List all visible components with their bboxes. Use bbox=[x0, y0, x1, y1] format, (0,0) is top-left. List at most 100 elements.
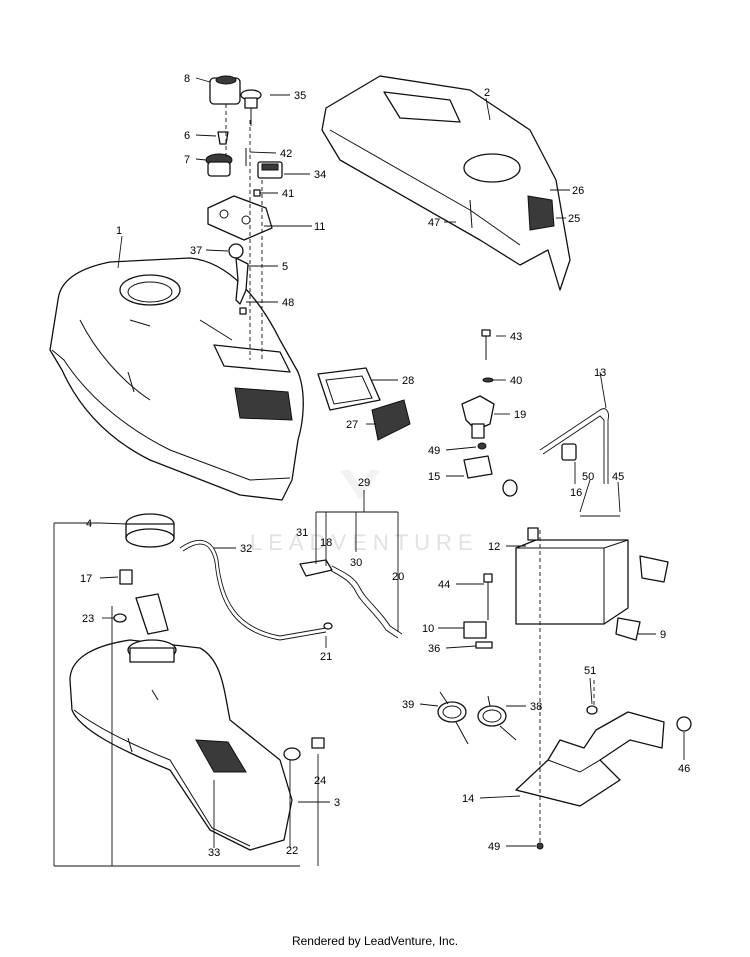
throttle-knob bbox=[205, 153, 233, 177]
fuel-cap bbox=[125, 513, 175, 548]
callout-labels: 8 35 6 7 42 34 41 11 37 5 48 1 2 26 25 4… bbox=[80, 73, 690, 859]
callout-34: 34 bbox=[314, 169, 326, 181]
callout-10: 10 bbox=[422, 623, 434, 635]
callout-9: 9 bbox=[660, 629, 666, 641]
fuel-filter bbox=[299, 559, 333, 577]
callout-15: 15 bbox=[428, 471, 440, 483]
callout-6: 6 bbox=[184, 130, 190, 142]
callout-46: 46 bbox=[678, 763, 690, 775]
callout-12: 12 bbox=[488, 541, 500, 553]
callout-22: 22 bbox=[286, 845, 298, 857]
callout-3: 3 bbox=[334, 797, 340, 809]
washer-40 bbox=[482, 377, 494, 383]
callout-40: 40 bbox=[510, 375, 522, 387]
callout-24: 24 bbox=[314, 775, 326, 787]
callout-38: 38 bbox=[530, 701, 542, 713]
bracket-44 bbox=[483, 573, 493, 620]
washer bbox=[113, 613, 127, 623]
callout-21: 21 bbox=[320, 651, 332, 663]
gasket-17 bbox=[119, 569, 133, 585]
cap-35 bbox=[240, 89, 262, 126]
callout-37: 37 bbox=[190, 245, 202, 257]
callout-8: 8 bbox=[184, 73, 190, 85]
callout-18: 18 bbox=[320, 537, 332, 549]
callout-14: 14 bbox=[462, 793, 474, 805]
callout-19: 19 bbox=[514, 409, 526, 421]
cable-13 bbox=[539, 408, 609, 484]
callout-11: 11 bbox=[314, 221, 325, 233]
callout-30: 30 bbox=[350, 557, 362, 569]
callout-16: 16 bbox=[570, 487, 582, 499]
callout-20: 20 bbox=[392, 571, 404, 583]
callout-32: 32 bbox=[240, 543, 252, 555]
terminal-36 bbox=[475, 641, 493, 649]
nut-41 bbox=[253, 189, 261, 197]
relay-10 bbox=[463, 621, 487, 639]
watermark-text: LEADVENTURE bbox=[250, 530, 479, 555]
callout-36: 36 bbox=[428, 643, 440, 655]
nut-48 bbox=[239, 307, 247, 315]
switch-bracket bbox=[207, 195, 273, 241]
callout-1: 1 bbox=[116, 225, 122, 237]
cable-39 bbox=[437, 691, 469, 745]
switch-15 bbox=[463, 455, 518, 497]
solenoid-19 bbox=[461, 395, 495, 439]
valve-24 bbox=[311, 737, 325, 749]
lever-5 bbox=[235, 257, 249, 305]
leader-lines bbox=[53, 77, 685, 867]
fuel-line-32 bbox=[179, 539, 327, 641]
battery bbox=[515, 527, 629, 625]
callout-51: 51 bbox=[584, 665, 596, 677]
clamp-21 bbox=[323, 622, 333, 630]
footer-credit: Rendered by LeadVenture, Inc. bbox=[291, 934, 459, 948]
callout-4: 4 bbox=[86, 518, 92, 530]
callout-35: 35 bbox=[294, 90, 306, 102]
callout-25: 25 bbox=[568, 213, 580, 225]
callout-43: 43 bbox=[510, 331, 522, 343]
fitting-22 bbox=[283, 747, 301, 761]
strap bbox=[135, 593, 169, 635]
fuel-hose-30 bbox=[329, 565, 403, 639]
callout-17: 17 bbox=[80, 573, 92, 585]
connector-right bbox=[639, 555, 669, 583]
nut-49-upper bbox=[477, 442, 487, 450]
callout-48: 48 bbox=[282, 297, 294, 309]
bolt-46 bbox=[676, 716, 692, 732]
cable-38 bbox=[477, 695, 517, 741]
callout-39: 39 bbox=[402, 699, 414, 711]
dash-console bbox=[321, 75, 571, 291]
connector-9 bbox=[615, 617, 641, 641]
callout-49-upper: 49 bbox=[428, 445, 440, 457]
callout-33: 33 bbox=[208, 847, 220, 859]
nut-51 bbox=[586, 705, 598, 715]
nut-49-lower bbox=[536, 842, 544, 850]
callout-27: 27 bbox=[346, 419, 358, 431]
fender-body bbox=[49, 257, 304, 501]
callout-47: 47 bbox=[428, 217, 440, 229]
battery-tray bbox=[515, 711, 665, 807]
callout-42: 42 bbox=[280, 148, 292, 160]
callout-29: 29 bbox=[358, 477, 370, 489]
cover-27 bbox=[371, 399, 411, 441]
fuel-tank bbox=[69, 639, 293, 851]
callout-7: 7 bbox=[184, 154, 190, 166]
callout-50: 50 bbox=[582, 471, 594, 483]
callout-41: 41 bbox=[282, 188, 294, 200]
callout-45: 45 bbox=[612, 471, 624, 483]
watermark-logo bbox=[340, 470, 380, 500]
callout-13: 13 bbox=[594, 367, 606, 379]
knob-37 bbox=[228, 243, 244, 259]
ignition-switch bbox=[209, 75, 241, 105]
callout-23: 23 bbox=[82, 613, 94, 625]
callout-49-lower: 49 bbox=[488, 841, 500, 853]
callout-28: 28 bbox=[402, 375, 414, 387]
screw-43 bbox=[481, 329, 491, 360]
callout-2: 2 bbox=[484, 87, 490, 99]
callout-5: 5 bbox=[282, 261, 288, 273]
key bbox=[217, 131, 229, 145]
rocker-switch bbox=[257, 161, 283, 179]
bezel-28 bbox=[317, 367, 381, 411]
callout-44: 44 bbox=[438, 579, 450, 591]
callout-26: 26 bbox=[572, 185, 584, 197]
